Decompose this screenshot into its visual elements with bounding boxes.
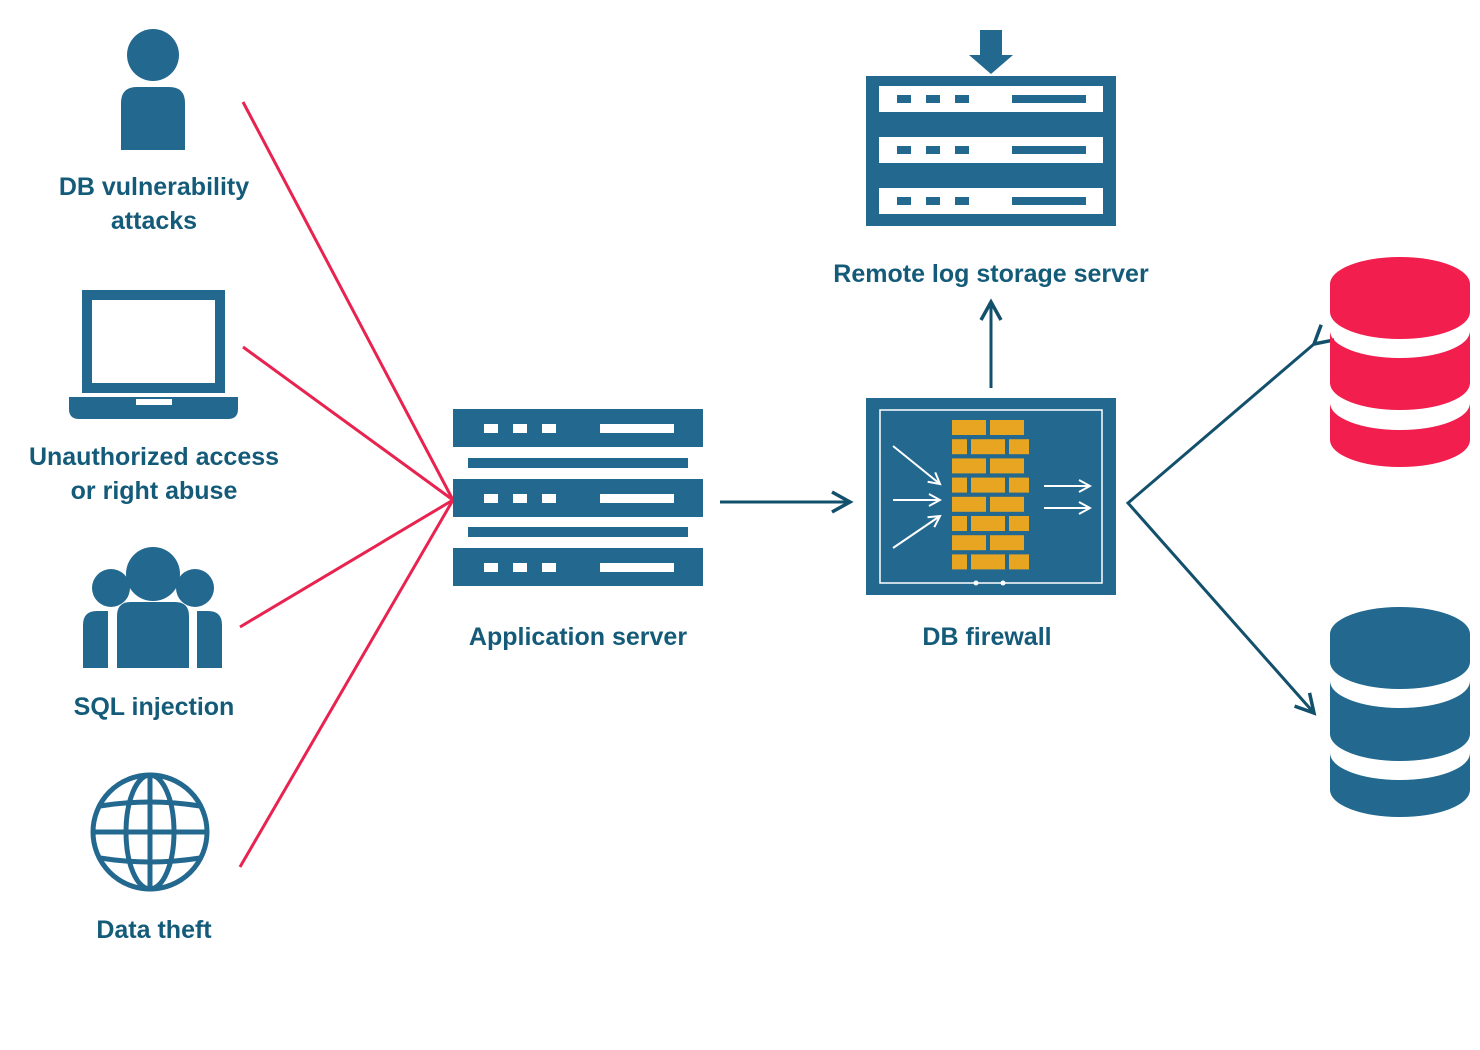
firewall-brick [1009, 439, 1029, 455]
attack-line-sql-injection [239, 498, 454, 629]
group-icon [83, 547, 222, 669]
firewall-brick [1009, 516, 1029, 531]
globe-icon [90, 772, 210, 892]
firewall-brick [990, 535, 1024, 551]
firewall-brick [1009, 554, 1029, 570]
firewall-brick [952, 496, 986, 512]
laptop-icon [69, 290, 238, 419]
threat-label-data-theft: Data theft [4, 913, 304, 947]
threat-label-sql-injection: SQL injection [4, 690, 304, 724]
outgoing-traffic-arrows [1044, 486, 1090, 508]
incoming-traffic-arrows [892, 445, 940, 549]
threat-label-line: attacks [110, 207, 198, 235]
firewall-brick [952, 420, 986, 435]
threat-label-line: Unauthorized access [28, 443, 280, 471]
firewall-brick [990, 458, 1024, 474]
threat-label-line: Data theft [96, 916, 212, 944]
firewall-brick [1009, 477, 1029, 493]
firewall-brick [952, 516, 967, 531]
log-server-label: Remote log storage server [833, 260, 1149, 288]
attack-line-data-theft [238, 499, 455, 868]
firewall-brick [990, 496, 1024, 512]
database-icon-protected [1330, 607, 1470, 817]
attack-lines [238, 101, 455, 868]
firewall-brick [952, 439, 967, 455]
threat-label-line: SQL injection [73, 693, 235, 721]
firewall-brick [971, 554, 1005, 570]
download-arrow-icon [969, 30, 1013, 74]
log-server-icon [866, 30, 1116, 226]
person-icon [121, 29, 185, 150]
threat-label-line: DB vulnerability [58, 173, 250, 201]
brick-wall [952, 420, 1029, 570]
firewall-brick [952, 554, 967, 570]
threat-label-line: or right abuse [70, 477, 238, 505]
db-firewall-label: DB firewall [922, 623, 1052, 651]
firewall-brick [952, 535, 986, 551]
attack-line-unauthorized-access [242, 345, 454, 502]
firewall-brick [990, 420, 1024, 435]
flow-arrows-firewall-to-databases [1125, 324, 1335, 716]
firewall-brick [971, 477, 1005, 493]
app-server-label: Application server [468, 623, 688, 651]
firewall-brick [952, 477, 967, 493]
firewall-brick [971, 516, 1005, 531]
database-icon-compromised [1330, 257, 1470, 467]
threat-label-unauthorized-access: Unauthorized access or right abuse [4, 440, 304, 508]
threat-label-db-vulnerability: DB vulnerability attacks [4, 170, 304, 238]
firewall-icon [866, 398, 1116, 595]
app-server-icon [453, 409, 703, 586]
firewall-brick [971, 439, 1005, 455]
attack-line-db-vulnerability [241, 101, 455, 501]
firewall-brick [952, 458, 986, 474]
